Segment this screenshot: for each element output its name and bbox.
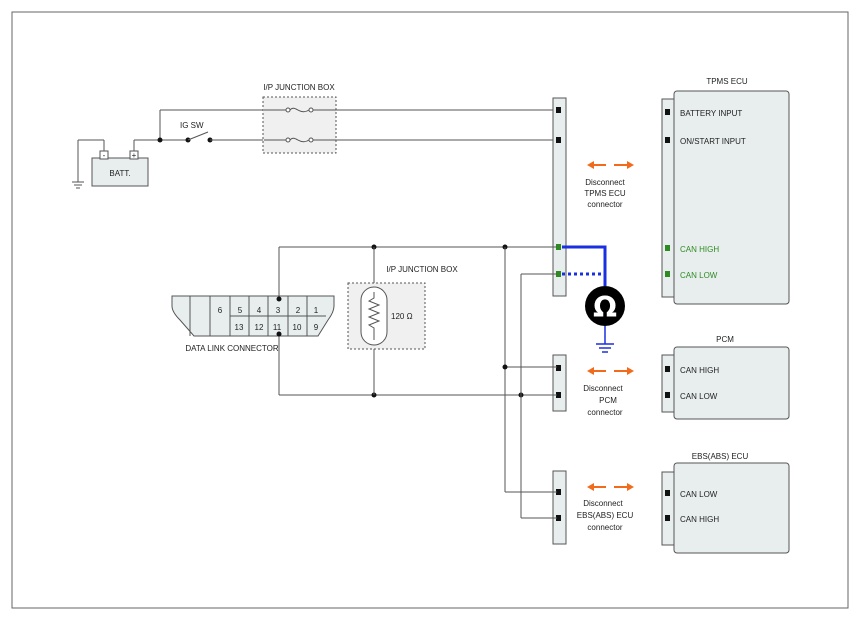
ip-junction-box-2: I/P JUNCTION BOX 120 Ω [347, 265, 458, 350]
battery-plus-label: + [132, 151, 137, 160]
ohmmeter-icon [585, 286, 625, 326]
pcm-pin-can-low: CAN LOW [680, 392, 718, 401]
resistor-body [360, 286, 388, 346]
dlc-label: DATA LINK CONNECTOR [185, 344, 279, 353]
dlc-pin-bottom-0: 13 [235, 323, 244, 332]
ebs-abs-ecu: EBS(ABS) ECU CAN LOW CAN HIGH [661, 452, 790, 554]
ig-switch: IG SW [180, 121, 264, 143]
switch-blade [187, 131, 209, 141]
ebs-disconnect-line-0: Disconnect [583, 499, 623, 508]
dlc-pin-bottom-2: 11 [273, 323, 282, 332]
resistor-value: 120 Ω [391, 312, 413, 321]
pcm-disconnect-line-0: Disconnect [583, 384, 623, 393]
ohmmeter: Ω [562, 245, 625, 353]
pcm-connector-strip [552, 354, 567, 412]
dlc-pin-top-4: 2 [296, 306, 301, 315]
ebs-title: EBS(ABS) ECU [692, 452, 749, 461]
tpms-pin-can-high: CAN HIGH [680, 245, 719, 254]
tpms-disconnect-line-1: TPMS ECU [584, 189, 626, 198]
tpms-ecu: TPMS ECU BATTERY INPUT ON/START INPUT CA… [661, 77, 790, 305]
fuse-1-icon [289, 107, 310, 113]
battery-label: BATT. [109, 169, 130, 178]
ohmmeter-symbol: Ω [593, 291, 617, 324]
tpms-disconnect-line-0: Disconnect [585, 178, 625, 187]
tpms-pin-on-start-input: ON/START INPUT [680, 137, 746, 146]
resistor-icon [367, 292, 381, 340]
dlc-pin-top-3: 3 [276, 306, 281, 315]
dlc-pin-top-2: 4 [257, 306, 262, 315]
data-link-connector: 6 5 4 3 2 1 13 12 11 10 9 DATA LINK CONN… [171, 295, 335, 353]
pcm-disconnect-line-1: PCM [599, 396, 617, 405]
tpms-ecu-title: TPMS ECU [706, 77, 748, 86]
dlc-pin-top-5: 1 [314, 306, 319, 315]
tpms-pin-battery-input: BATTERY INPUT [680, 109, 742, 118]
dlc-pin-bottom-4: 9 [314, 323, 319, 332]
ip-junction-box-1: I/P JUNCTION BOX [262, 83, 337, 154]
ig-sw-label: IG SW [180, 121, 204, 130]
probe-wire-high [562, 245, 607, 286]
pcm: PCM CAN HIGH CAN LOW [661, 335, 790, 420]
tpms-connector-strip [552, 97, 567, 297]
battery-box [91, 157, 149, 187]
ebs-pin-can-low: CAN LOW [680, 490, 718, 499]
ebs-pin-can-high: CAN HIGH [680, 515, 719, 524]
dlc-pin-bottom-3: 10 [293, 323, 302, 332]
tpms-disconnect-line-2: connector [587, 200, 622, 209]
ebs-disconnect-line-2: connector [587, 523, 622, 532]
battery-minus-label: - [103, 151, 106, 160]
pcm-title: PCM [716, 335, 734, 344]
battery-minus-terminal [99, 150, 109, 160]
fuse-2-icon [289, 137, 310, 143]
ebs-connector-strip [552, 470, 567, 545]
battery: - + BATT. [72, 139, 149, 189]
diagram-frame [11, 11, 849, 609]
ebs-disconnect-note: Disconnect EBS(ABS) ECU connector [577, 483, 634, 532]
pcm-pin-can-high: CAN HIGH [680, 366, 719, 375]
dlc-pin-top-1: 5 [238, 306, 243, 315]
dlc-pin-top-0: 6 [218, 306, 223, 315]
dlc-pin-bottom-1: 12 [255, 323, 264, 332]
junction-box-2-label: I/P JUNCTION BOX [386, 265, 458, 274]
tpms-pin-can-low: CAN LOW [680, 271, 718, 280]
pcm-disconnect-line-2: connector [587, 408, 622, 417]
ebs-disconnect-line-1: EBS(ABS) ECU [577, 511, 634, 520]
junction-box-1-label: I/P JUNCTION BOX [263, 83, 335, 92]
tpms-disconnect-note: Disconnect TPMS ECU connector [584, 161, 634, 209]
pcm-disconnect-note: Disconnect PCM connector [583, 367, 634, 417]
